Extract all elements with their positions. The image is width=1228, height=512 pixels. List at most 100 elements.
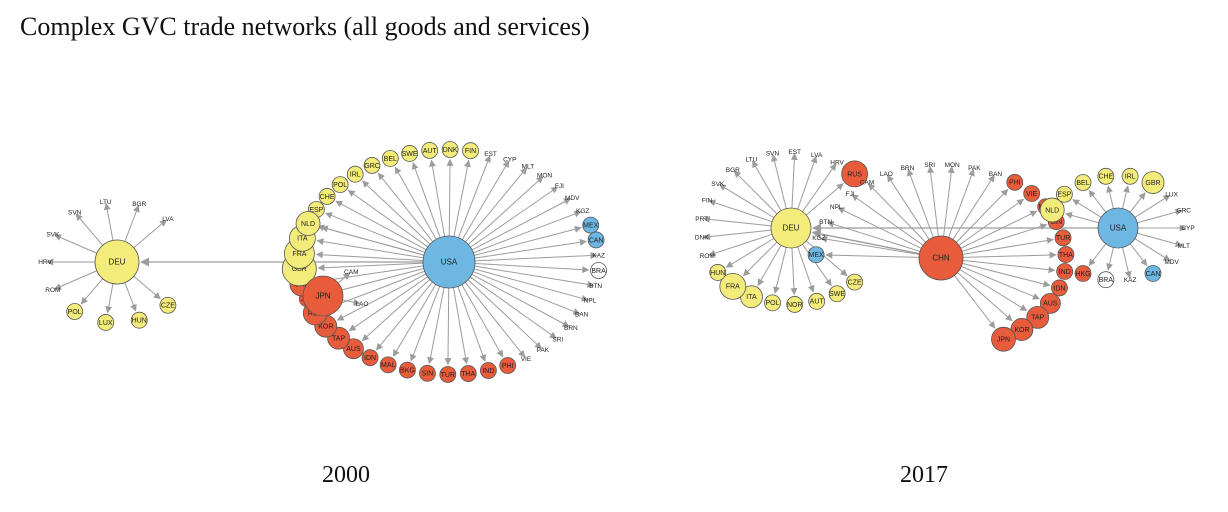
edge-chn-kgz-2017 — [820, 235, 920, 255]
node-est-2000-label: EST — [484, 151, 497, 158]
edge-usa-hkg-2017 — [1088, 243, 1107, 267]
node-grc-2017: GRC — [1177, 207, 1192, 214]
node-fin-2017-label: FIN — [702, 197, 713, 204]
node-hun-2017-label: HUN — [710, 270, 725, 277]
edge-usa-che-2017 — [1106, 185, 1114, 209]
node-kgz-2017-label: KGZ — [812, 235, 825, 242]
node-mal-2000-label: MAL — [381, 362, 396, 369]
node-bel-2017: BEL — [1074, 174, 1092, 191]
node-can-2017: CAN — [1144, 265, 1162, 282]
node-cam-2017-label: CAM — [860, 180, 874, 187]
edge-usa-tha-2000 — [452, 287, 469, 365]
node-sri-2000-label: SRI — [552, 337, 563, 344]
edge-usa-bra-2000 — [474, 262, 590, 274]
edge-chn-lao-2017 — [887, 174, 930, 240]
edge-usa-bel-2017 — [1088, 189, 1107, 213]
node-can-2017-label: CAN — [1146, 271, 1161, 278]
edge-usa-lux-2017 — [1134, 194, 1171, 218]
node-btn-2017: BTN — [819, 219, 832, 226]
node-pol-2017-label: POL — [766, 300, 780, 307]
panel-caption-2000: 2000 — [322, 462, 370, 488]
node-bkg-2000-circle — [399, 361, 416, 379]
edge-chn-sri-2017 — [927, 165, 939, 237]
edge-usa-nld-2017 — [1065, 212, 1099, 224]
node-btn-2017-label: BTN — [819, 219, 832, 226]
edge-usa-kor-2000 — [336, 273, 427, 321]
node-vie-2017-label: VIE — [1026, 191, 1038, 198]
node-cze-2000-circle — [159, 296, 177, 314]
node-aus-2017-label: AUS — [1043, 301, 1058, 308]
node-est-2000: EST — [484, 151, 497, 158]
node-tur-2000: TUR — [439, 366, 457, 383]
node-fji-2017: FJI — [846, 191, 855, 198]
node-mdv-2000: MDV — [565, 195, 580, 202]
node-pak-2000-label: PAK — [537, 347, 550, 354]
edge-chn-brn-2017 — [907, 168, 934, 238]
edge-deu-swe-2017 — [802, 244, 832, 287]
edge-usa-mal-2000 — [392, 284, 437, 357]
hub-deu-2000-circle — [94, 239, 140, 285]
node-grc-2000: GRC — [363, 157, 381, 174]
node-swe-2000-label: SWE — [402, 151, 418, 158]
edge-deu-hun-2017 — [725, 237, 775, 268]
edge-usa-mex-2000 — [474, 225, 582, 256]
node-hun-2000-label: HUN — [132, 318, 147, 325]
node-swe-2017-circle — [828, 285, 846, 303]
node-bra-2000-circle — [590, 262, 607, 279]
node-ban-2000: BAN — [575, 312, 589, 319]
node-nor-2017: NOR — [786, 296, 804, 313]
edge-usa-irl-2000 — [362, 180, 431, 245]
node-sin-2000-circle — [419, 364, 436, 382]
node-vie-2017: VIE — [1023, 185, 1041, 202]
node-svn-2017-label: SVN — [766, 150, 780, 157]
edge-chn-tur-2017 — [962, 237, 1054, 255]
node-mal-2000: MAL — [379, 356, 397, 374]
hub-deu-2017-circle — [770, 207, 812, 249]
node-cze-2017: CZE — [846, 273, 864, 291]
node-gbr-2017: GBR — [1141, 171, 1165, 194]
edge-usa-kaz-2000 — [474, 252, 598, 262]
hub-chn-2017: CHN — [918, 235, 964, 281]
node-lux-2017-label: LUX — [1165, 191, 1178, 198]
hub-chn-2017-label: CHN — [932, 254, 950, 263]
node-che-2017-circle — [1097, 167, 1115, 185]
edge-chn-btn-2017 — [826, 220, 921, 252]
node-rom-2017: ROM — [700, 253, 715, 260]
hub-deu-2017-label: DEU — [783, 224, 800, 233]
node-pak-2017: PAK — [968, 165, 981, 172]
node-hrv-2000: HRV — [38, 259, 52, 266]
node-bel-2017-label: BEL — [1076, 180, 1089, 187]
node-phi-2017-label: PHI — [1009, 180, 1021, 187]
node-swe-2000-circle — [401, 145, 419, 162]
node-can-2000-label: CAN — [589, 237, 604, 244]
node-fra-2017: FRA — [719, 272, 747, 300]
edge-deu-cze-2000 — [133, 275, 161, 300]
node-kgz-2017: KGZ — [812, 235, 825, 242]
node-tur-2000-circle — [439, 366, 457, 383]
node-svn-2017: SVN — [766, 150, 780, 157]
node-mex-2000-circle — [582, 216, 600, 234]
node-lux-2000-circle — [97, 314, 115, 331]
node-tap-2017-circle — [1026, 305, 1050, 329]
node-dnk-2000: DNK — [441, 141, 459, 158]
edge-usa-aus-2000 — [361, 279, 431, 342]
node-phi-2000: PHI — [499, 357, 517, 374]
node-grc-2000-circle — [363, 157, 381, 174]
node-cze-2017-label: CZE — [848, 279, 862, 286]
node-lao-2000: LAO — [355, 301, 368, 308]
node-hun-2017-circle — [709, 264, 727, 281]
edge-usa-bra-2017 — [1106, 247, 1114, 271]
edge-deu-fra-2017 — [742, 241, 778, 277]
edge-deu-svk-2000 — [54, 234, 98, 254]
node-npl-2017-label: NPL — [830, 204, 843, 211]
edge-chn-ban-2017 — [952, 174, 995, 240]
node-che-2000: CHE — [318, 188, 336, 205]
edge-usa-ban-2000 — [472, 271, 581, 315]
node-mex-2017-label: MEX — [808, 252, 824, 259]
edge-usa-ita-2000 — [316, 238, 424, 259]
edge-usa-pol-2000 — [347, 189, 429, 248]
edge-usa-grc-2000 — [377, 172, 434, 242]
node-bel-2000-circle — [381, 150, 399, 167]
node-pak-2000: PAK — [537, 347, 550, 354]
link-chn-deu-2017 — [811, 229, 920, 255]
